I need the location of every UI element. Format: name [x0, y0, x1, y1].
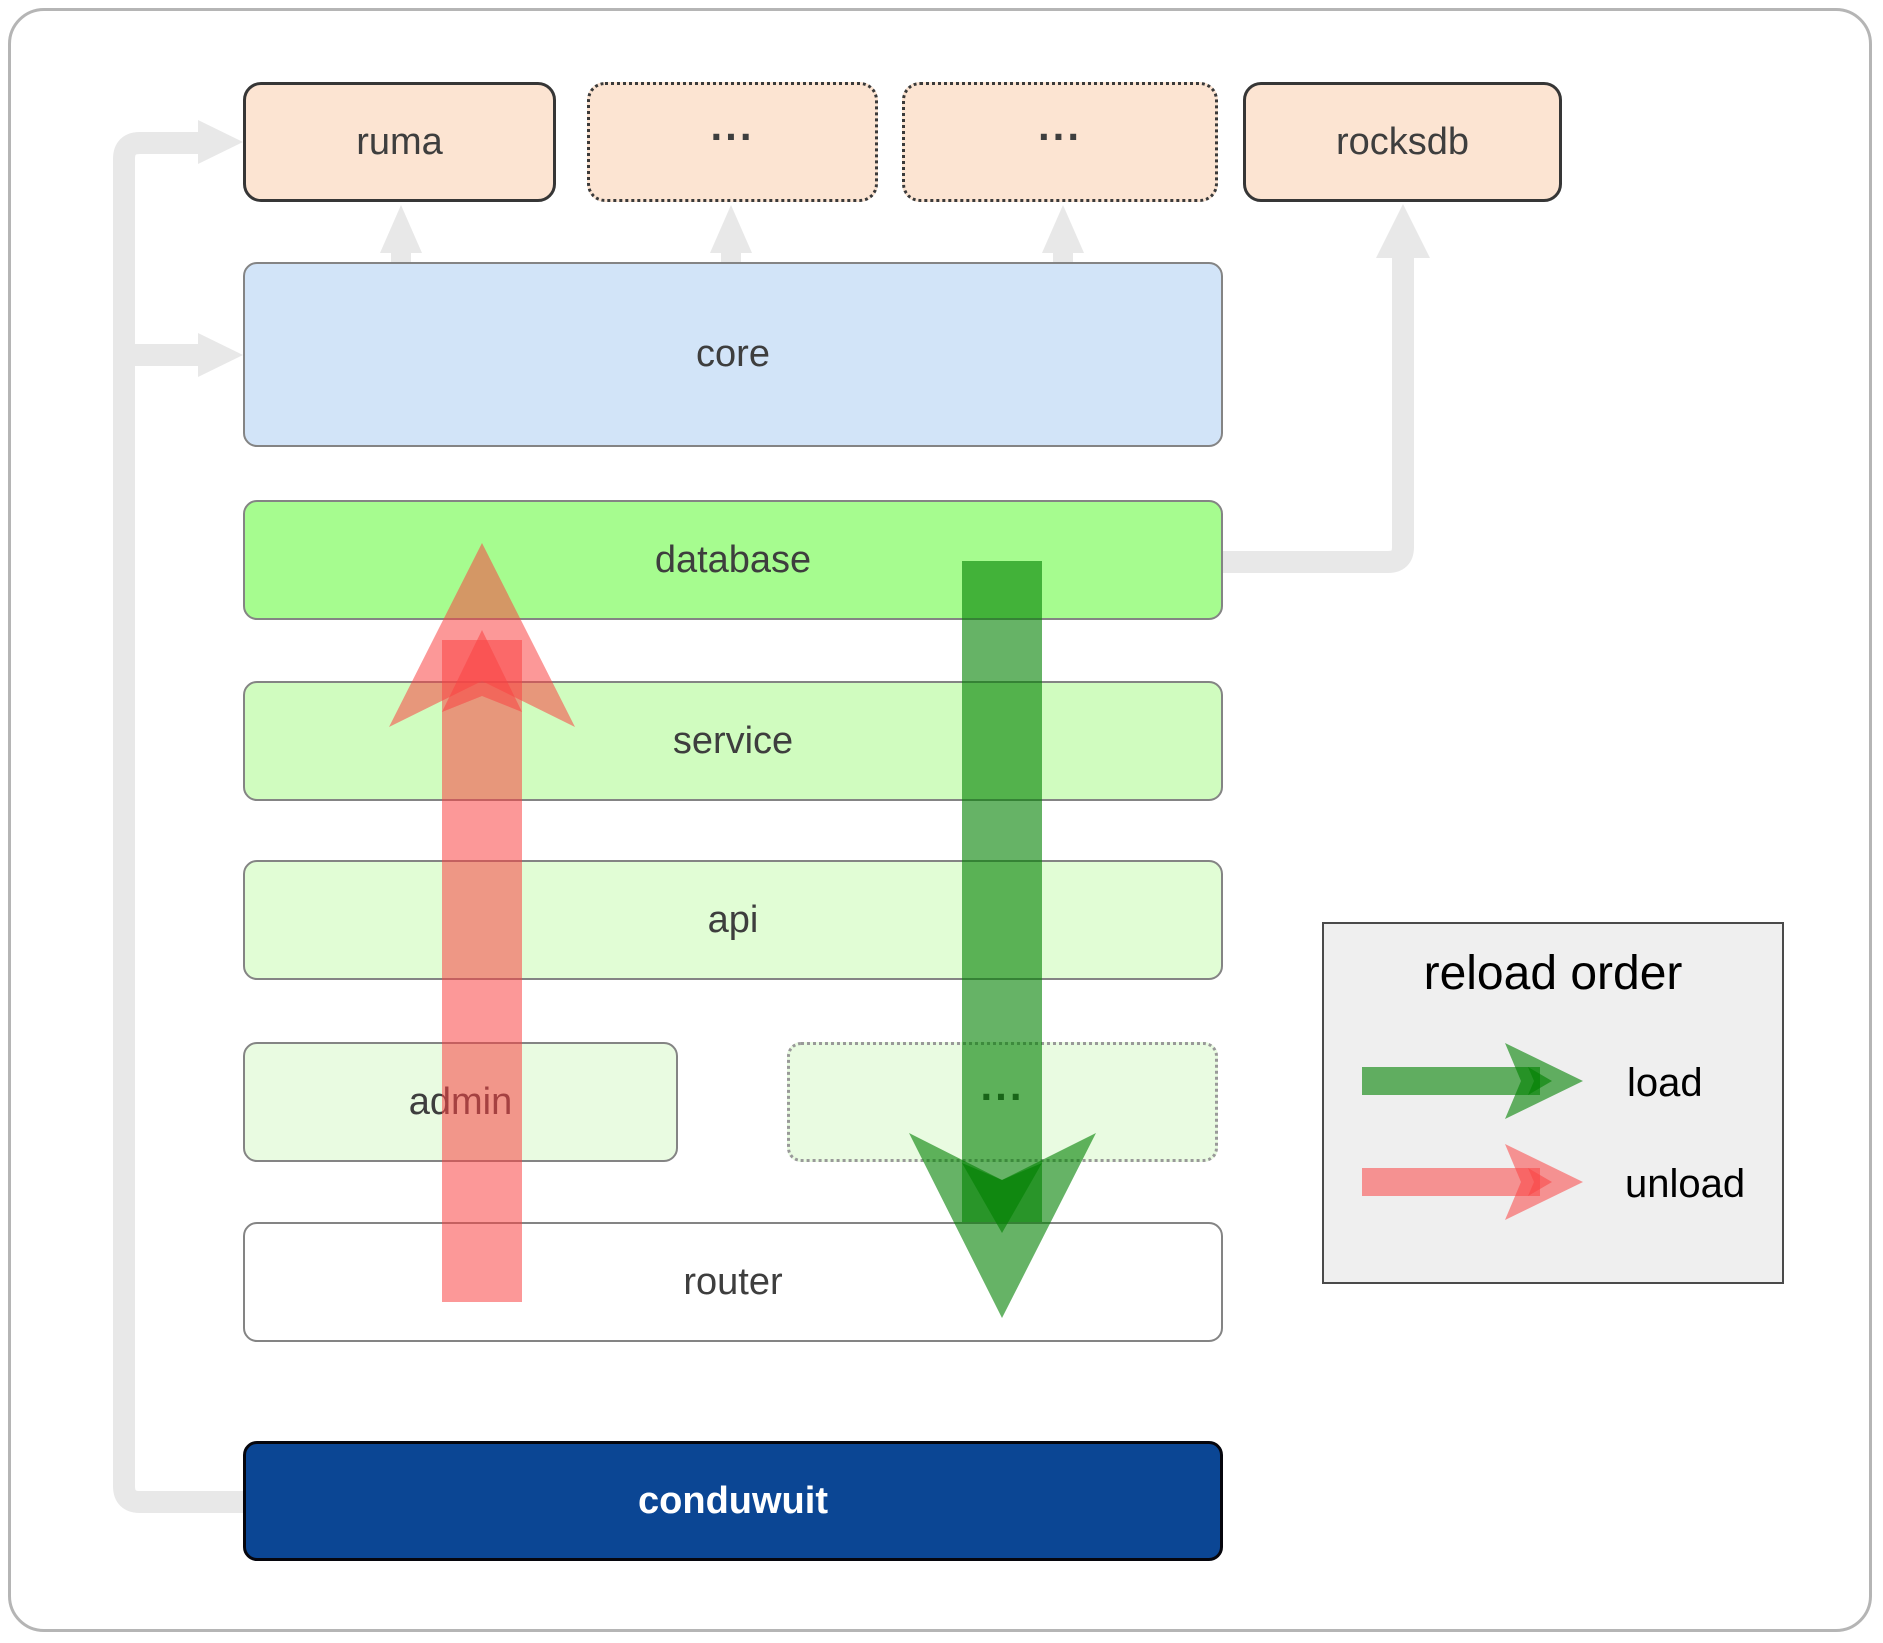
node-service: service	[243, 681, 1223, 801]
node-ruma: ruma	[243, 82, 556, 202]
node-core: core	[243, 262, 1223, 447]
node-rocksdb: rocksdb	[1243, 82, 1562, 202]
node-admin-label: admin	[408, 1080, 513, 1123]
node-core-label: core	[696, 333, 770, 375]
legend-unload-label: unload	[1625, 1162, 1746, 1206]
legend-reload-order: reload order load unload	[1322, 922, 1784, 1284]
node-database: database	[243, 500, 1223, 620]
legend-title: reload order	[1423, 947, 1683, 1000]
node-rocksdb-label: rocksdb	[1335, 120, 1470, 163]
node-admin: admin	[243, 1042, 678, 1162]
node-api: api	[243, 860, 1223, 980]
node-api-label: api	[707, 898, 759, 941]
diagram-frame	[8, 8, 1872, 1632]
node-ellipsis-2: ...	[902, 82, 1218, 202]
node-ruma-label: ruma	[356, 120, 443, 163]
node-conduwuit: conduwuit	[243, 1441, 1223, 1561]
node-service-label: service	[672, 719, 794, 762]
node-ellipsis-3: ...	[787, 1042, 1218, 1162]
node-router-label: router	[683, 1260, 783, 1303]
node-router: router	[243, 1222, 1223, 1342]
node-ellipsis-1: ...	[587, 82, 878, 202]
node-ellipsis-3-label: ...	[980, 1062, 1025, 1110]
node-conduwuit-label: conduwuit	[638, 1479, 828, 1522]
node-ellipsis-2-label: ...	[1037, 102, 1082, 150]
node-ellipsis-1-label: ...	[710, 102, 755, 150]
legend-load-label: load	[1627, 1061, 1703, 1105]
node-database-label: database	[654, 538, 812, 581]
